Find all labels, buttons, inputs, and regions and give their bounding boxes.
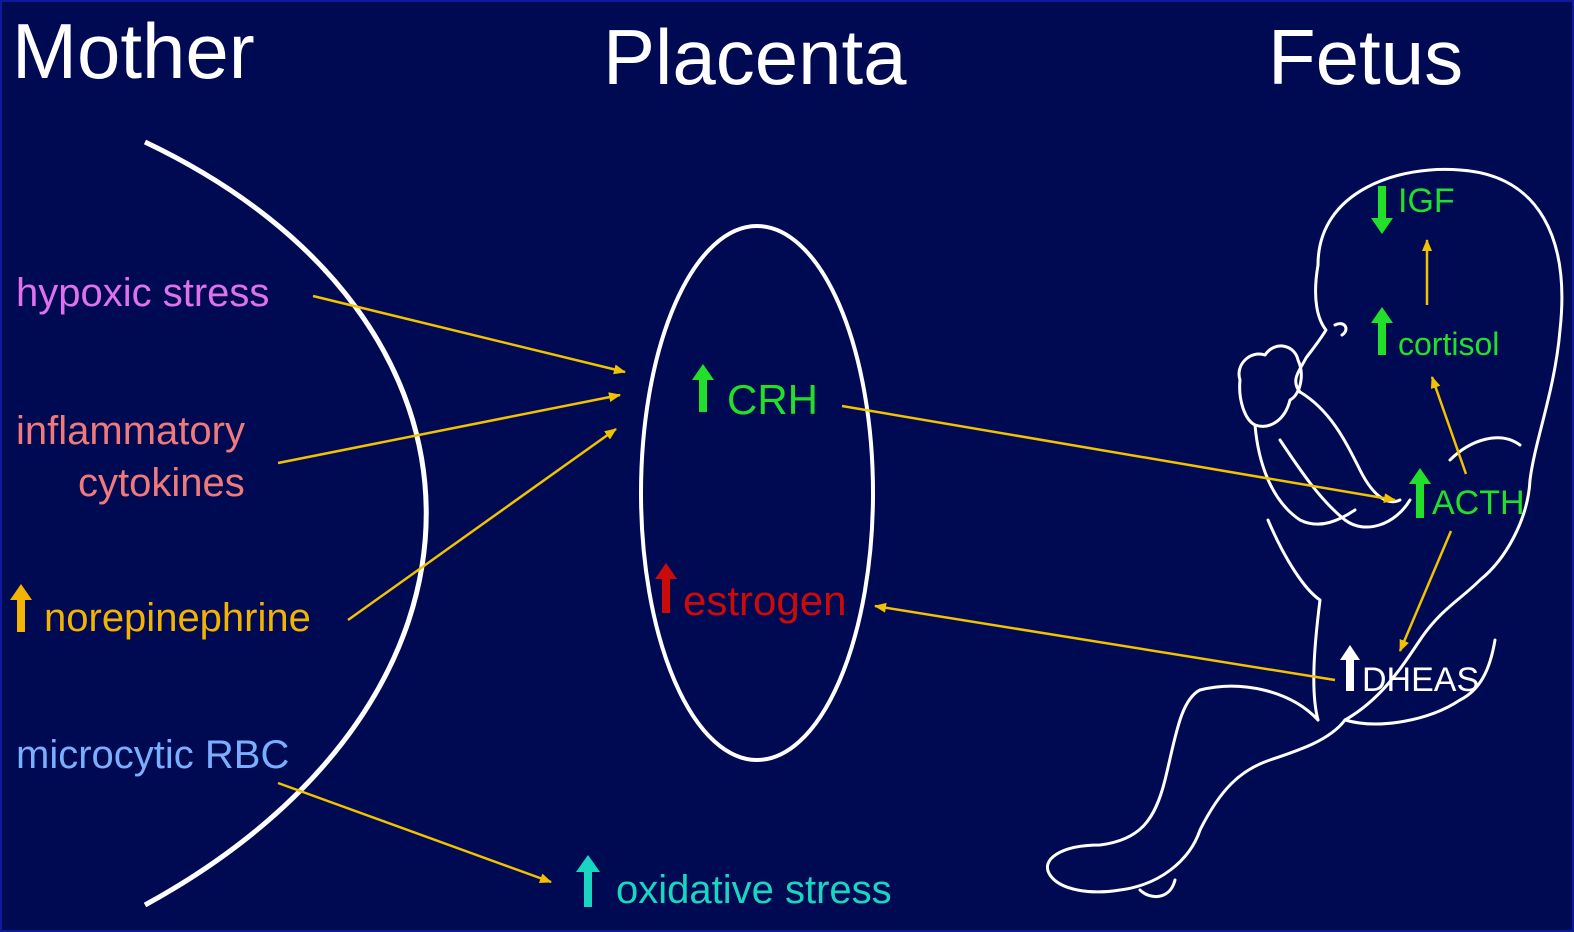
up-arrow-icon — [10, 584, 32, 632]
connector-norepinephrine-to-crh — [348, 429, 616, 620]
label-norepinephrine: norepinephrine — [44, 598, 311, 638]
connector-rbc-to-oxidative — [278, 783, 551, 882]
connector-dheas-to-estrogen — [875, 606, 1335, 680]
up-arrow-icon — [655, 563, 677, 613]
fetus-outline — [1047, 169, 1561, 896]
label-estrogen: estrogen — [683, 580, 846, 622]
heading-mother: Mother — [12, 12, 255, 90]
label-inflammatory: inflammatory — [16, 411, 245, 451]
label-cytokines: cytokines — [78, 463, 245, 503]
label-dheas: DHEAS — [1362, 663, 1479, 697]
up-arrow-icon — [1409, 468, 1431, 518]
label-crh: CRH — [727, 379, 818, 421]
heading-fetus: Fetus — [1268, 18, 1463, 96]
label-acth: ACTH — [1432, 486, 1525, 520]
down-arrow-icon — [1371, 186, 1393, 234]
label-cortisol: cortisol — [1398, 328, 1499, 360]
placenta-oval — [641, 226, 873, 760]
up-arrow-icon — [692, 364, 714, 412]
label-microcytic-rbc: microcytic RBC — [16, 735, 289, 775]
connector-hypoxic-to-crh — [313, 296, 625, 372]
label-oxidative-stress: oxidative stress — [616, 870, 892, 910]
connector-crh-to-acth — [842, 406, 1395, 500]
connector-inflammatory-to-crh — [278, 395, 620, 463]
heading-placenta: Placenta — [603, 18, 907, 96]
label-hypoxic-stress: hypoxic stress — [16, 273, 269, 313]
up-arrow-icon — [576, 855, 600, 907]
up-arrow-icon — [1340, 645, 1360, 691]
mother-uterus-curve — [145, 142, 426, 905]
label-igf: IGF — [1398, 184, 1455, 218]
up-arrow-icon — [1371, 307, 1393, 355]
